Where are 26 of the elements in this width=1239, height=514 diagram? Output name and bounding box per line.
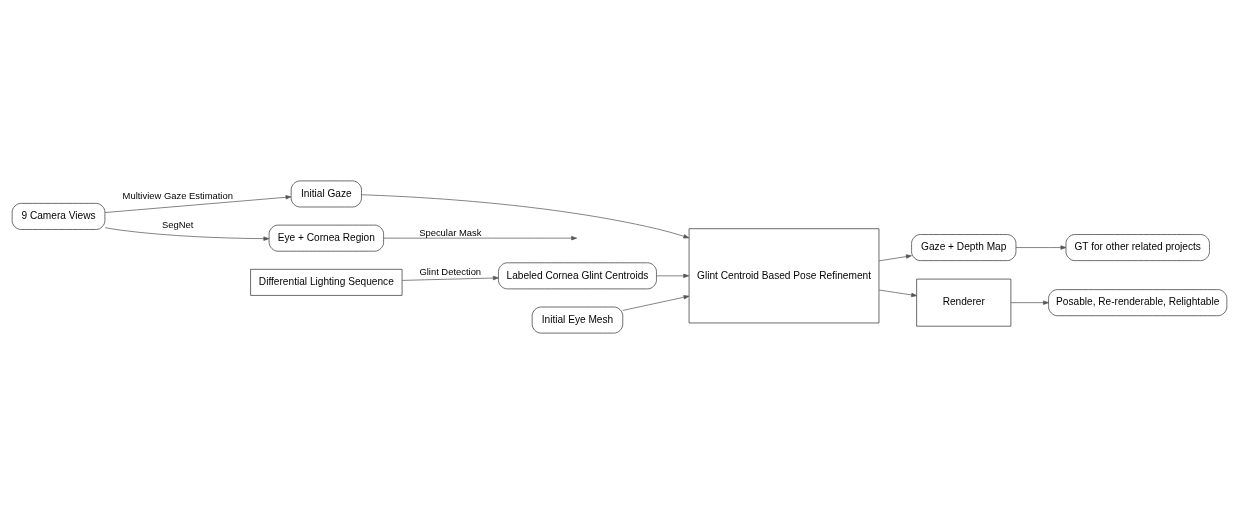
node-box: 9 Camera Views	[11, 203, 106, 230]
node-box: Differential Lighting Sequence	[250, 268, 403, 296]
arrow	[361, 194, 690, 239]
arrow	[401, 275, 499, 281]
node-box: Initial Gaze	[290, 180, 362, 208]
node-box: Initial Eye Mesh	[531, 306, 624, 334]
node-box: Labeled Cornea Glint Centroids	[498, 262, 657, 290]
arrow	[878, 289, 917, 298]
arrow	[1015, 245, 1067, 250]
arrow	[104, 195, 292, 213]
arrow	[383, 236, 577, 241]
node-box: Gaze + Depth Map	[911, 234, 1017, 261]
arrow	[622, 295, 690, 311]
node-box: Renderer	[916, 278, 1012, 327]
edge-label: SegNet	[162, 218, 194, 230]
edge-label: Specular Mask	[419, 226, 482, 238]
arrow	[104, 227, 270, 241]
edge-label: Multiview Gaze Estimation	[122, 190, 233, 202]
arrow	[1010, 300, 1049, 305]
node-box: Posable, Re-renderable, Relightable	[1048, 289, 1228, 317]
node-box: Glint Centroid Based Pose Refinement	[688, 228, 880, 324]
arrow	[878, 254, 912, 262]
edge-label: Glint Detection	[419, 266, 482, 278]
node-box: Eye + Cornea Region	[268, 224, 384, 252]
node-box: GT for other related projects	[1065, 234, 1210, 261]
arrow	[656, 273, 690, 278]
